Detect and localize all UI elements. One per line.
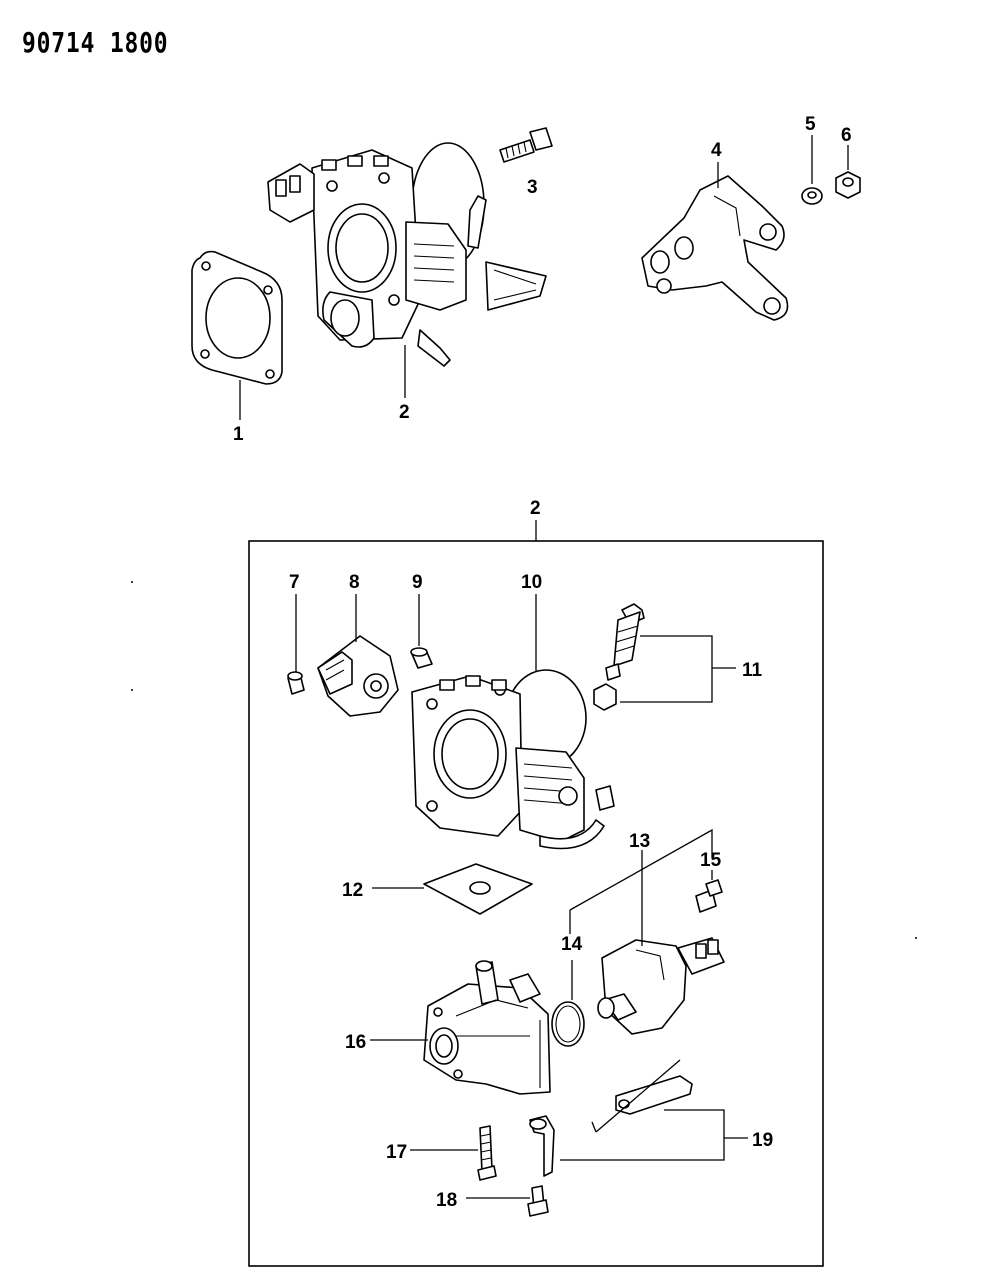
callout-2-top: 2 [399,402,410,423]
nut-part-6 [835,171,861,199]
callout-15: 15 [700,850,722,871]
assembly-breakdown-box [248,540,824,1267]
throttle-body-assembly-part-2 [267,142,547,367]
callout-10: 10 [521,572,542,593]
screw-part-18 [527,1185,549,1217]
screw-part-15 [695,879,723,913]
callout-6: 6 [841,125,852,146]
callout-13: 13 [629,831,650,852]
callout-14: 14 [561,934,583,955]
callout-4: 4 [711,140,722,161]
callout-9: 9 [412,572,423,593]
callout-3: 3 [527,177,538,198]
callout-11: 11 [742,660,763,681]
callout-1: 1 [233,424,244,445]
brackets-part-19 [529,1075,693,1177]
bolt-part-3 [499,127,553,163]
callout-19: 19 [752,1130,773,1151]
bolt-part-17 [477,1125,497,1181]
callout-16: 16 [345,1032,366,1053]
callout-12: 12 [342,880,363,901]
throttle-body-part-10 [411,669,615,850]
bracket-part-4 [641,175,789,321]
document-number: 90714 1800 [22,26,169,59]
callout-17: 17 [386,1142,407,1163]
gasket-part-1 [191,250,283,385]
callout-7: 7 [289,572,300,593]
gasket-part-12 [423,863,533,915]
callout-8: 8 [349,572,360,593]
sensor-part-11 [593,603,645,711]
callout-5: 5 [805,114,816,135]
bushing-part-9 [410,647,433,669]
idle-air-control-part-13 [597,937,725,1035]
o-ring-part-14 [551,1001,585,1047]
callout-18: 18 [436,1190,457,1211]
screw-part-7 [287,671,305,695]
throttle-position-sensor-part-8 [317,635,399,717]
callout-2-box: 2 [530,498,541,519]
washer-part-5 [801,187,823,205]
throttle-housing-part-16 [423,960,551,1095]
